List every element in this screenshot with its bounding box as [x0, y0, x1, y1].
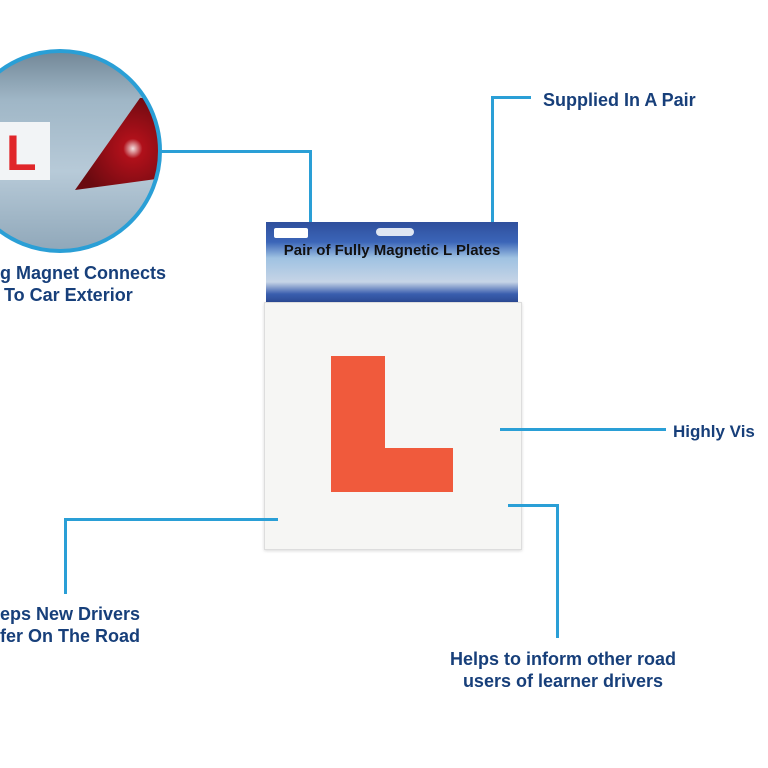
callout-pair: Supplied In A Pair — [543, 90, 696, 110]
hang-hole — [376, 228, 414, 236]
car-rear-photo: L — [0, 49, 162, 253]
callout-inform: Helps to inform other road users of lear… — [449, 649, 676, 691]
car-l-plate — [0, 122, 50, 180]
l-plate-card — [264, 302, 522, 550]
l-letter-horizontal — [331, 448, 453, 492]
package-header: Pair of Fully Magnetic L Plates — [266, 222, 518, 302]
product-package: Pair of Fully Magnetic L Plates — [260, 222, 524, 550]
brand-logo — [274, 228, 308, 238]
tail-light — [75, 98, 160, 190]
car-l-plate-letter: L — [6, 125, 37, 181]
callout-safer: eps New Drivers fer On The Road — [0, 604, 141, 646]
callout-visible: Highly Vis — [673, 422, 755, 441]
package-title: Pair of Fully Magnetic L Plates — [283, 242, 501, 259]
callout-magnet: g Magnet Connects To Car Exterior — [0, 263, 167, 305]
